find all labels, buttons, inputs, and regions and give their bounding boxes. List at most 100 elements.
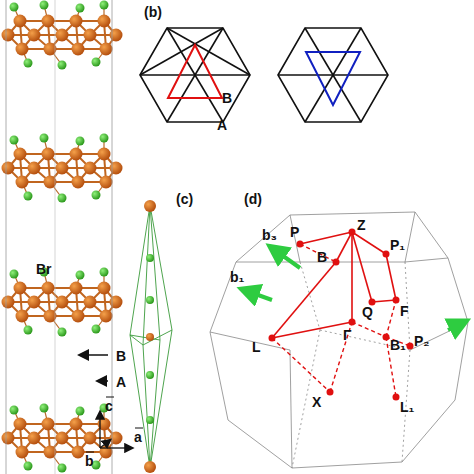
atom-drawing [70,418,83,431]
atom-drawing [44,43,57,56]
figure-label: P₂ [414,334,430,348]
figure-label: B [222,91,232,105]
atom-drawing [24,59,33,68]
atom-drawing [100,43,113,56]
atom-drawing [44,310,57,323]
atom-drawing [98,15,111,28]
atom-drawing [14,282,27,295]
atom-drawing [14,418,27,431]
atom-drawing [16,446,29,459]
figure-label: Q [362,305,373,319]
atom-drawing [40,134,49,143]
atom-drawing [110,432,123,445]
figure-label: X [312,395,321,409]
atom-drawing [110,29,123,42]
atom-drawing [92,325,101,334]
figure-label: A [217,118,227,132]
atom-drawing [84,432,97,445]
atom-drawing [58,328,67,337]
atom-drawing [76,4,85,13]
atom-drawing [92,191,101,200]
figure-label: (c) [176,192,193,206]
atom-drawing [58,194,67,203]
atom-drawing [56,432,69,445]
atom-drawing [110,296,123,309]
figure-label: B [116,349,126,363]
atom-drawing [16,310,29,323]
atom-drawing [76,407,85,416]
atom-drawing [100,176,113,189]
atom-drawing [70,15,83,28]
atom-drawing [72,43,85,56]
atom-drawing [56,29,69,42]
atom-drawing [100,134,109,143]
atom-drawing [98,148,111,161]
atom-drawing [28,432,41,445]
atom-drawing [16,176,29,189]
figure-label: Z [357,218,366,232]
figure-label: c [105,399,113,413]
atom-drawing [84,296,97,309]
atom-drawing [92,58,101,67]
figure-label: b₃ [262,228,277,242]
atom-drawing [2,29,15,42]
atom-drawing [44,176,57,189]
figure-label: A [116,375,126,389]
atom-drawing [42,15,55,28]
figure-label: (b) [144,5,162,19]
atom-drawing [28,162,41,175]
atom-drawing [98,282,111,295]
atom-drawing [100,1,109,10]
atom-drawing [72,310,85,323]
atom-drawing [58,61,67,70]
atom-drawing [110,162,123,175]
atom-drawing [56,162,69,175]
atom-drawing [42,282,55,295]
atom-drawing [100,310,113,323]
figure-label: L [252,340,261,354]
atom-drawing [14,15,27,28]
figure-label: L₁ [400,400,414,414]
figure-label: Γ [343,328,351,342]
atom-drawing [24,462,33,471]
figure-label: Br [36,262,52,276]
atom-drawing [14,148,27,161]
atom-drawing [28,296,41,309]
figure-label: B₁ [390,338,406,352]
atom-drawing [84,162,97,175]
atom-drawing [84,29,97,42]
atom-drawing [2,296,15,309]
atom-drawing [40,404,49,413]
atom-drawing [70,282,83,295]
figure-label: (d) [244,192,262,206]
atom-drawing [10,270,19,279]
atom-drawing [56,296,69,309]
atom-drawing [42,418,55,431]
atom-drawing [72,176,85,189]
atom-drawing [24,326,33,335]
figure-label: P [290,225,299,239]
atom-drawing [44,446,57,459]
atom-drawing [24,192,33,201]
figure-label: b₁ [230,270,244,284]
atom-drawing [10,3,19,12]
atom-drawing [72,446,85,459]
atom-drawing [76,137,85,146]
atom-drawing [58,464,67,473]
atom-drawing [100,268,109,277]
atom-drawing [10,406,19,415]
atom-drawing [2,162,15,175]
figure-label: F [400,304,409,318]
figure-label: a [134,430,142,444]
figure-label: B [317,250,327,264]
figure-label: b [85,454,94,468]
atom-drawing [10,136,19,145]
atom-drawing [42,148,55,161]
atom-drawing [2,432,15,445]
atom-drawing [28,29,41,42]
atom-drawing [40,1,49,10]
atom-drawing [16,43,29,56]
figure-label: P₁ [390,238,405,252]
atom-drawing [76,271,85,280]
